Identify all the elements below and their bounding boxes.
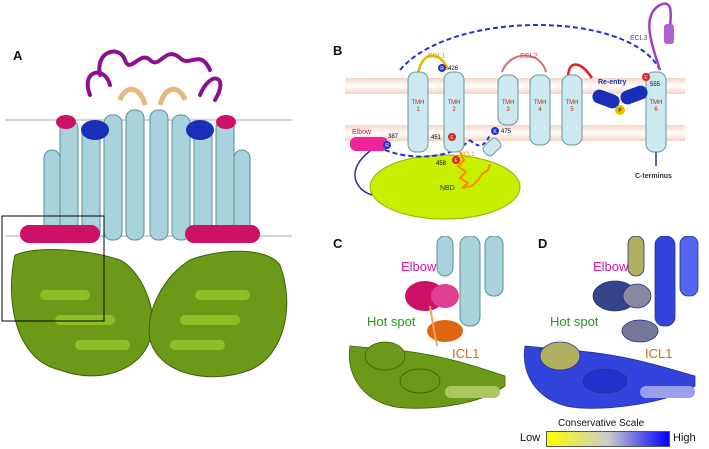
residue-e-555 [642, 73, 650, 81]
scale-gradient [546, 431, 670, 447]
panel-a-label: A [13, 48, 23, 63]
d-icl1-label: ICL1 [645, 346, 672, 361]
ecl1-loop [416, 54, 450, 75]
dashed-loop-top [399, 24, 661, 71]
tmh-4 [529, 74, 551, 146]
icl1-zigzag [456, 151, 491, 189]
icl1-label: ICL1 [462, 152, 475, 158]
tmh-5 [561, 74, 583, 146]
panel-c-label: C [333, 236, 343, 251]
res-426: 426 [448, 66, 459, 72]
residue-e-458 [452, 156, 460, 164]
scale-title: Conservative Scale [558, 418, 645, 429]
membrane-bottom [345, 125, 685, 141]
panel-d-label: D [538, 236, 548, 251]
ecl3-label: ECL3 [630, 35, 648, 42]
panel-a-structure [1, 49, 292, 378]
c-hotspot-label: Hot spot [367, 314, 416, 329]
c-elbow-label: Elbow [401, 259, 437, 274]
tmh-3 [497, 74, 519, 126]
panel-d-structure: Elbow Hot spot ICL1 [523, 236, 699, 409]
svg-text:E: E [454, 158, 458, 164]
res-387: 387 [388, 134, 399, 140]
reentry-label: Re-entry [598, 79, 627, 86]
nbd-detail [40, 290, 250, 350]
nbd-ellipse [369, 154, 521, 220]
svg-text:R: R [385, 143, 389, 149]
svg-text:R: R [440, 66, 444, 72]
nbd-domains [10, 249, 288, 378]
svg-text:K: K [493, 129, 497, 135]
reentry-helix-2 [620, 85, 648, 105]
tmh-1 [407, 71, 429, 153]
scale-low: Low [520, 432, 541, 444]
ecl-loops [85, 49, 223, 102]
residue-p [615, 105, 625, 115]
ecl3-loop [648, 2, 673, 71]
res-555: 555 [650, 82, 661, 88]
conservation-scale: Conservative Scale Low High [520, 418, 709, 449]
d-hotspot-label: Hot spot [550, 314, 599, 329]
d-elbow-label: Elbow [593, 259, 629, 274]
ecl2-loop [501, 54, 547, 73]
zoom-box [1, 215, 105, 322]
ecl-wheat [117, 86, 188, 106]
residue-r-387 [383, 141, 391, 149]
res-451: 451 [431, 135, 442, 141]
panel-c-structure: Elbow Hot spot ICL1 [348, 236, 506, 409]
elbow-helices [20, 225, 260, 243]
ecl1-label: ECL1 [428, 53, 446, 60]
tmh-2 [443, 71, 465, 153]
svg-text:E: E [644, 75, 648, 81]
scale-high: High [673, 432, 696, 444]
res-475: 475 [501, 129, 512, 135]
ecl2-label: ECL2 [520, 53, 538, 60]
elbow-label: Elbow [352, 129, 372, 136]
reentry-blue [56, 115, 236, 140]
svg-text:E: E [450, 135, 454, 141]
ecl3-helix [664, 24, 674, 44]
svg-text:P: P [618, 108, 622, 114]
residue-e-451 [448, 133, 456, 141]
c-terminus-label: C-terminus [635, 173, 672, 180]
reentry-helix-1 [592, 89, 620, 109]
elbow-helix [350, 137, 388, 151]
nbd-label: NBD [440, 185, 455, 192]
residue-k-475 [491, 127, 499, 135]
tmh-cylinders [407, 71, 667, 153]
res-458: 458 [436, 161, 447, 167]
tm-helices [43, 109, 251, 241]
residue-r-426 [438, 64, 446, 72]
c-icl1-label: ICL1 [452, 346, 479, 361]
panel-b-label: B [333, 43, 343, 58]
